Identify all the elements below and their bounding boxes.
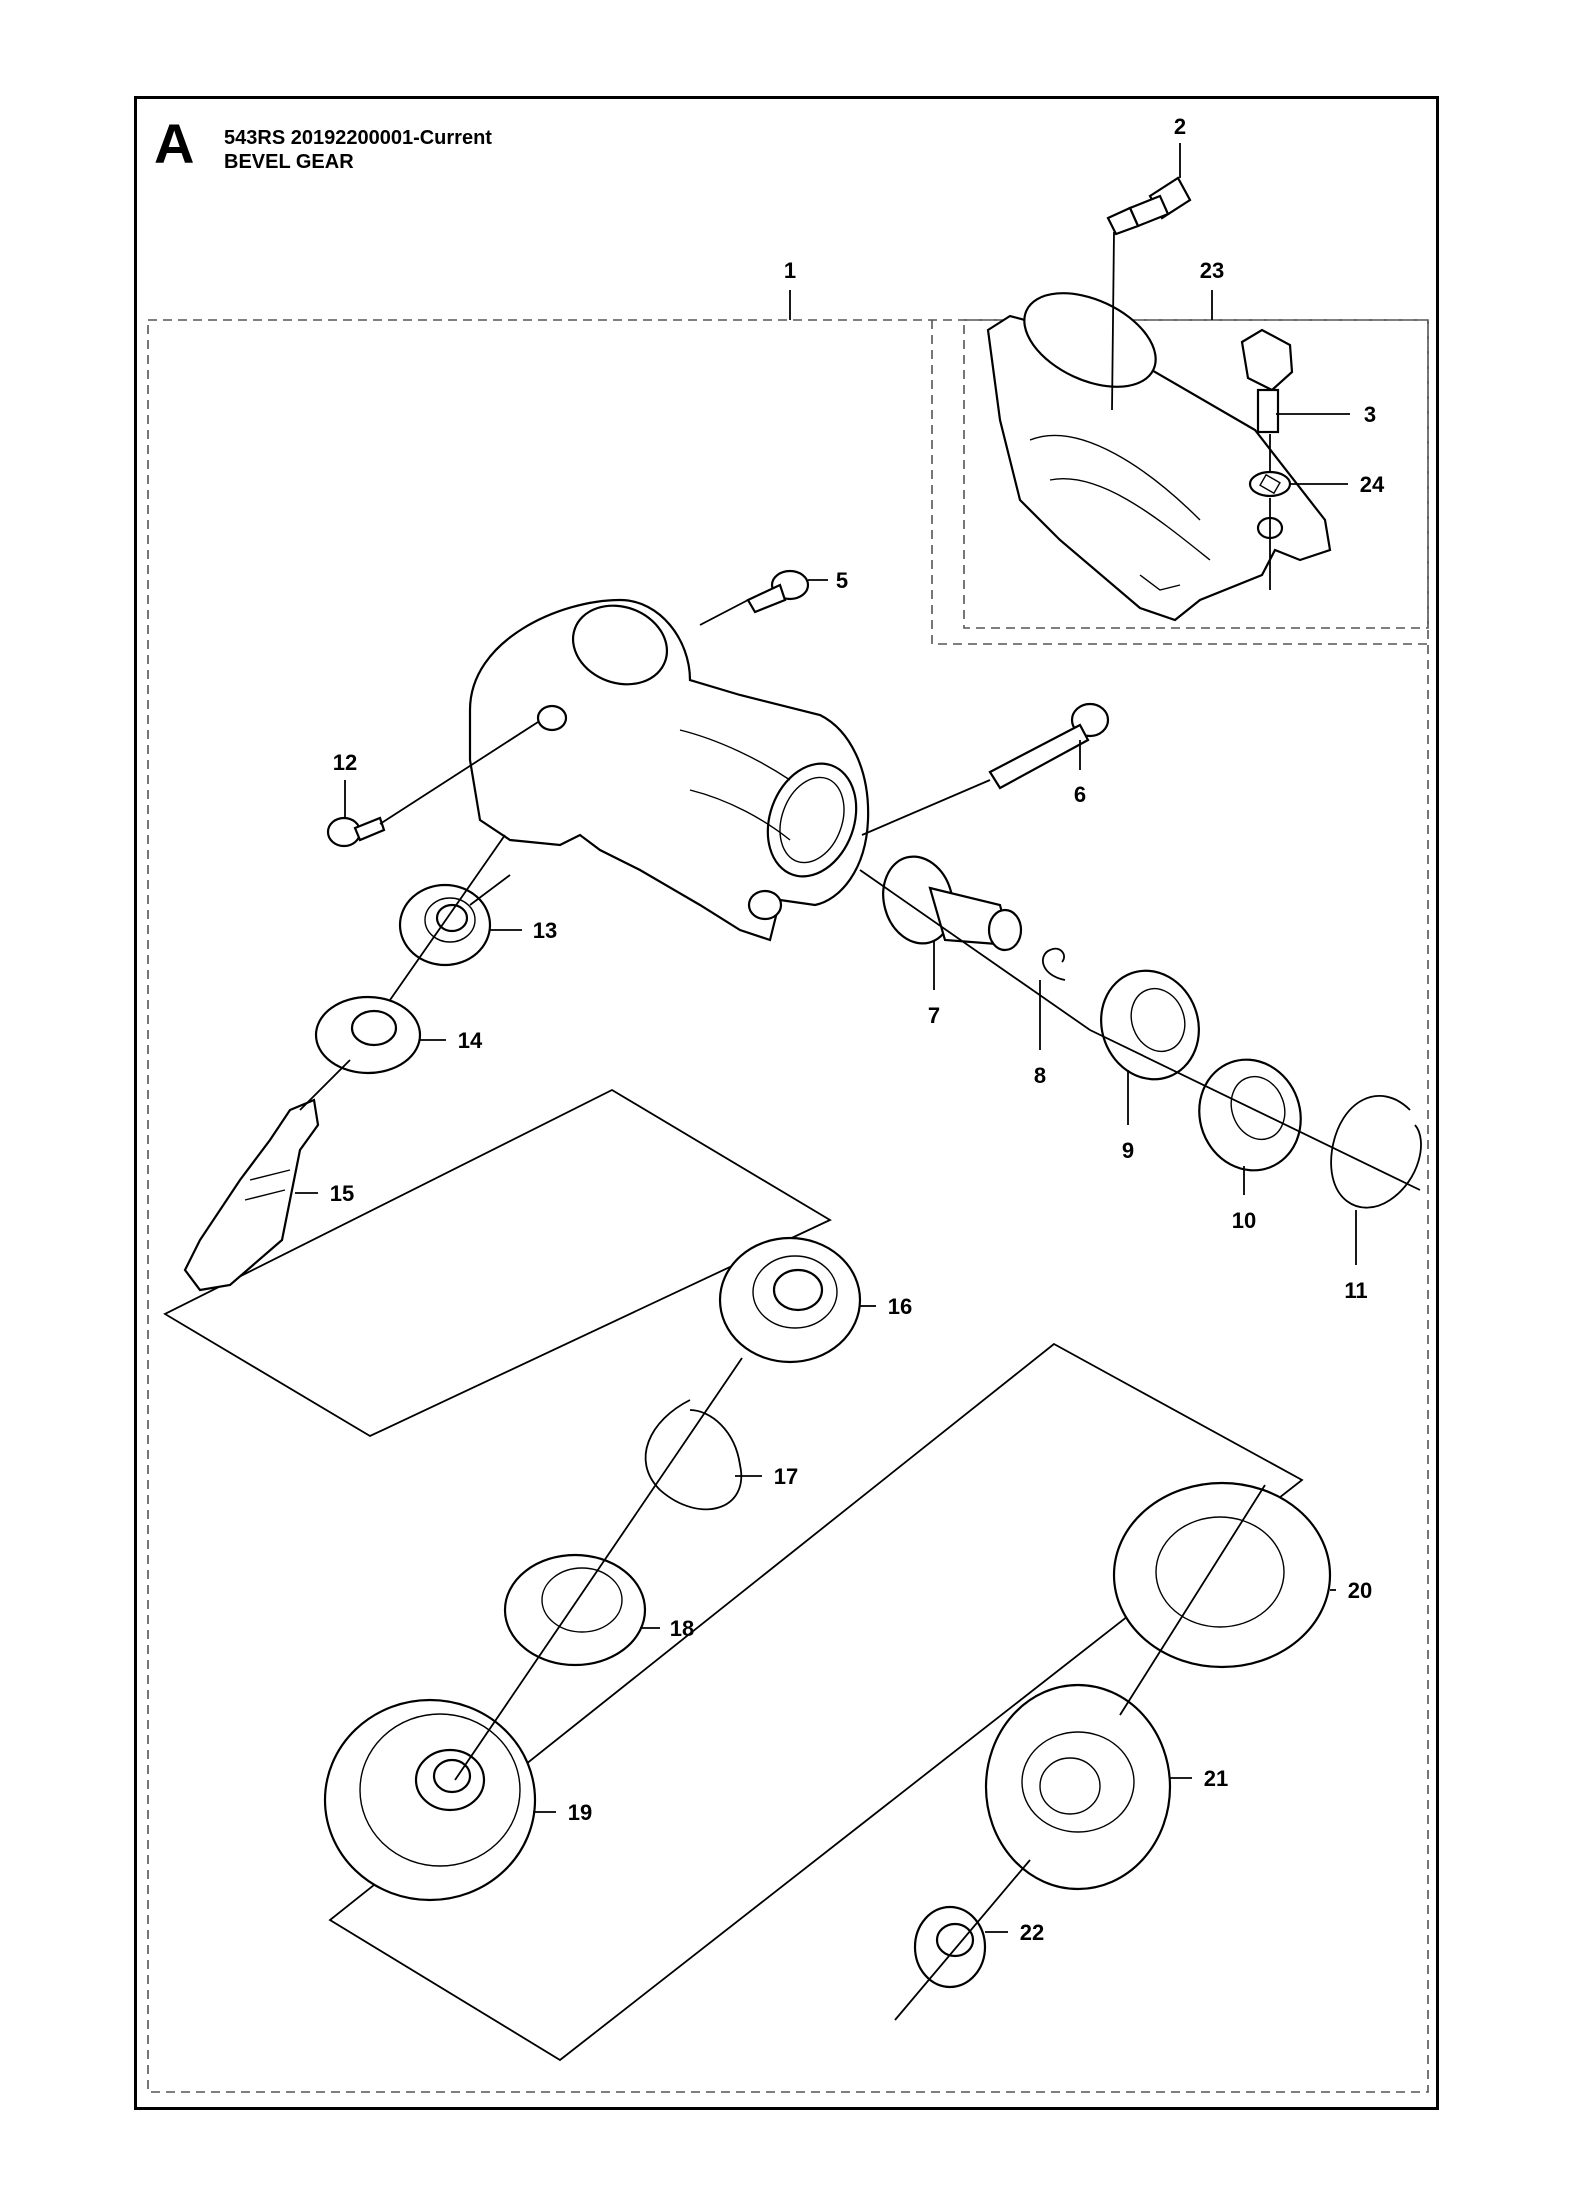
circlip-part-8: [1041, 947, 1066, 981]
callout-3: 3: [1364, 402, 1376, 427]
disc-part-21: [984, 1683, 1172, 1891]
leader-lines: [295, 143, 1357, 1933]
callout-19: 19: [568, 1800, 592, 1825]
axis-line-gear-stack: [454, 1357, 743, 1781]
plug-part-5: [746, 569, 810, 614]
callout-6: 6: [1074, 782, 1086, 807]
bearing-part-9: [1100, 969, 1200, 1081]
callout-9: 9: [1122, 1138, 1134, 1163]
shaft-part-15: [183, 1098, 320, 1292]
assembly-23-boundary: [963, 319, 1429, 629]
axis-line-disc-stack: [894, 1484, 1266, 2021]
callout-24: 24: [1360, 472, 1385, 497]
callout-18: 18: [670, 1616, 694, 1641]
callout-7: 7: [928, 1003, 940, 1028]
axis-line-bolt-6: [861, 779, 991, 836]
gear-part-19: [323, 1698, 537, 1902]
bolt-part-6: [988, 702, 1110, 790]
diagram-frame: [134, 96, 1439, 2110]
callout-20: 20: [1348, 1578, 1372, 1603]
callout-5: 5: [836, 568, 848, 593]
model-line: 543RS 20192200001-Current: [224, 127, 492, 149]
callout-14: 14: [458, 1028, 483, 1053]
group-outline-discs: [328, 1342, 1304, 2062]
axis-line-main: [469, 869, 1421, 1191]
callout-1: 1: [784, 258, 796, 283]
callout-13: 13: [533, 918, 557, 943]
callout-15: 15: [330, 1181, 354, 1206]
section-letter: A: [154, 112, 195, 175]
callout-11: 11: [1344, 1278, 1367, 1303]
gear-housing-part-1: [468, 598, 870, 942]
pinion-part-7: [882, 855, 1023, 952]
diagram-title: BEVEL GEAR: [224, 151, 354, 173]
bearing-part-16: [718, 1236, 862, 1364]
circlip-part-17: [644, 1399, 743, 1511]
seal-part-14: [314, 995, 422, 1075]
assembly-23-divider: [931, 320, 1428, 645]
callout-22: 22: [1020, 1920, 1044, 1945]
bearing-part-10: [1198, 1058, 1302, 1172]
guard-part-23: [986, 292, 1332, 622]
axis-line-plug-5: [699, 599, 749, 626]
washer-part-24: [1248, 470, 1292, 498]
callout-8: 8: [1034, 1063, 1046, 1088]
callout-21: 21: [1204, 1766, 1228, 1791]
axis-line-shaft: [299, 834, 506, 1111]
disc-part-20: [1112, 1481, 1332, 1669]
assembly-1-boundary: [147, 319, 1429, 2093]
bearing-part-13: [398, 883, 492, 967]
group-outline-shaft: [163, 1088, 832, 1438]
callout-17: 17: [774, 1464, 798, 1489]
nut-part-22: [913, 1905, 987, 1989]
callout-16: 16: [888, 1294, 912, 1319]
axis-line-screw-2: [1111, 231, 1115, 411]
callout-12: 12: [333, 750, 357, 775]
callout-10: 10: [1232, 1208, 1256, 1233]
axis-line-screw-12: [379, 721, 539, 825]
retaining-ring-part-11: [1330, 1095, 1422, 1209]
callout-2: 2: [1174, 114, 1186, 139]
pin-part-3: [1240, 328, 1294, 434]
seal-part-18: [503, 1553, 647, 1667]
screw-part-12: [326, 816, 386, 848]
callout-23: 23: [1200, 258, 1224, 283]
screw-part-2: [1106, 176, 1192, 236]
